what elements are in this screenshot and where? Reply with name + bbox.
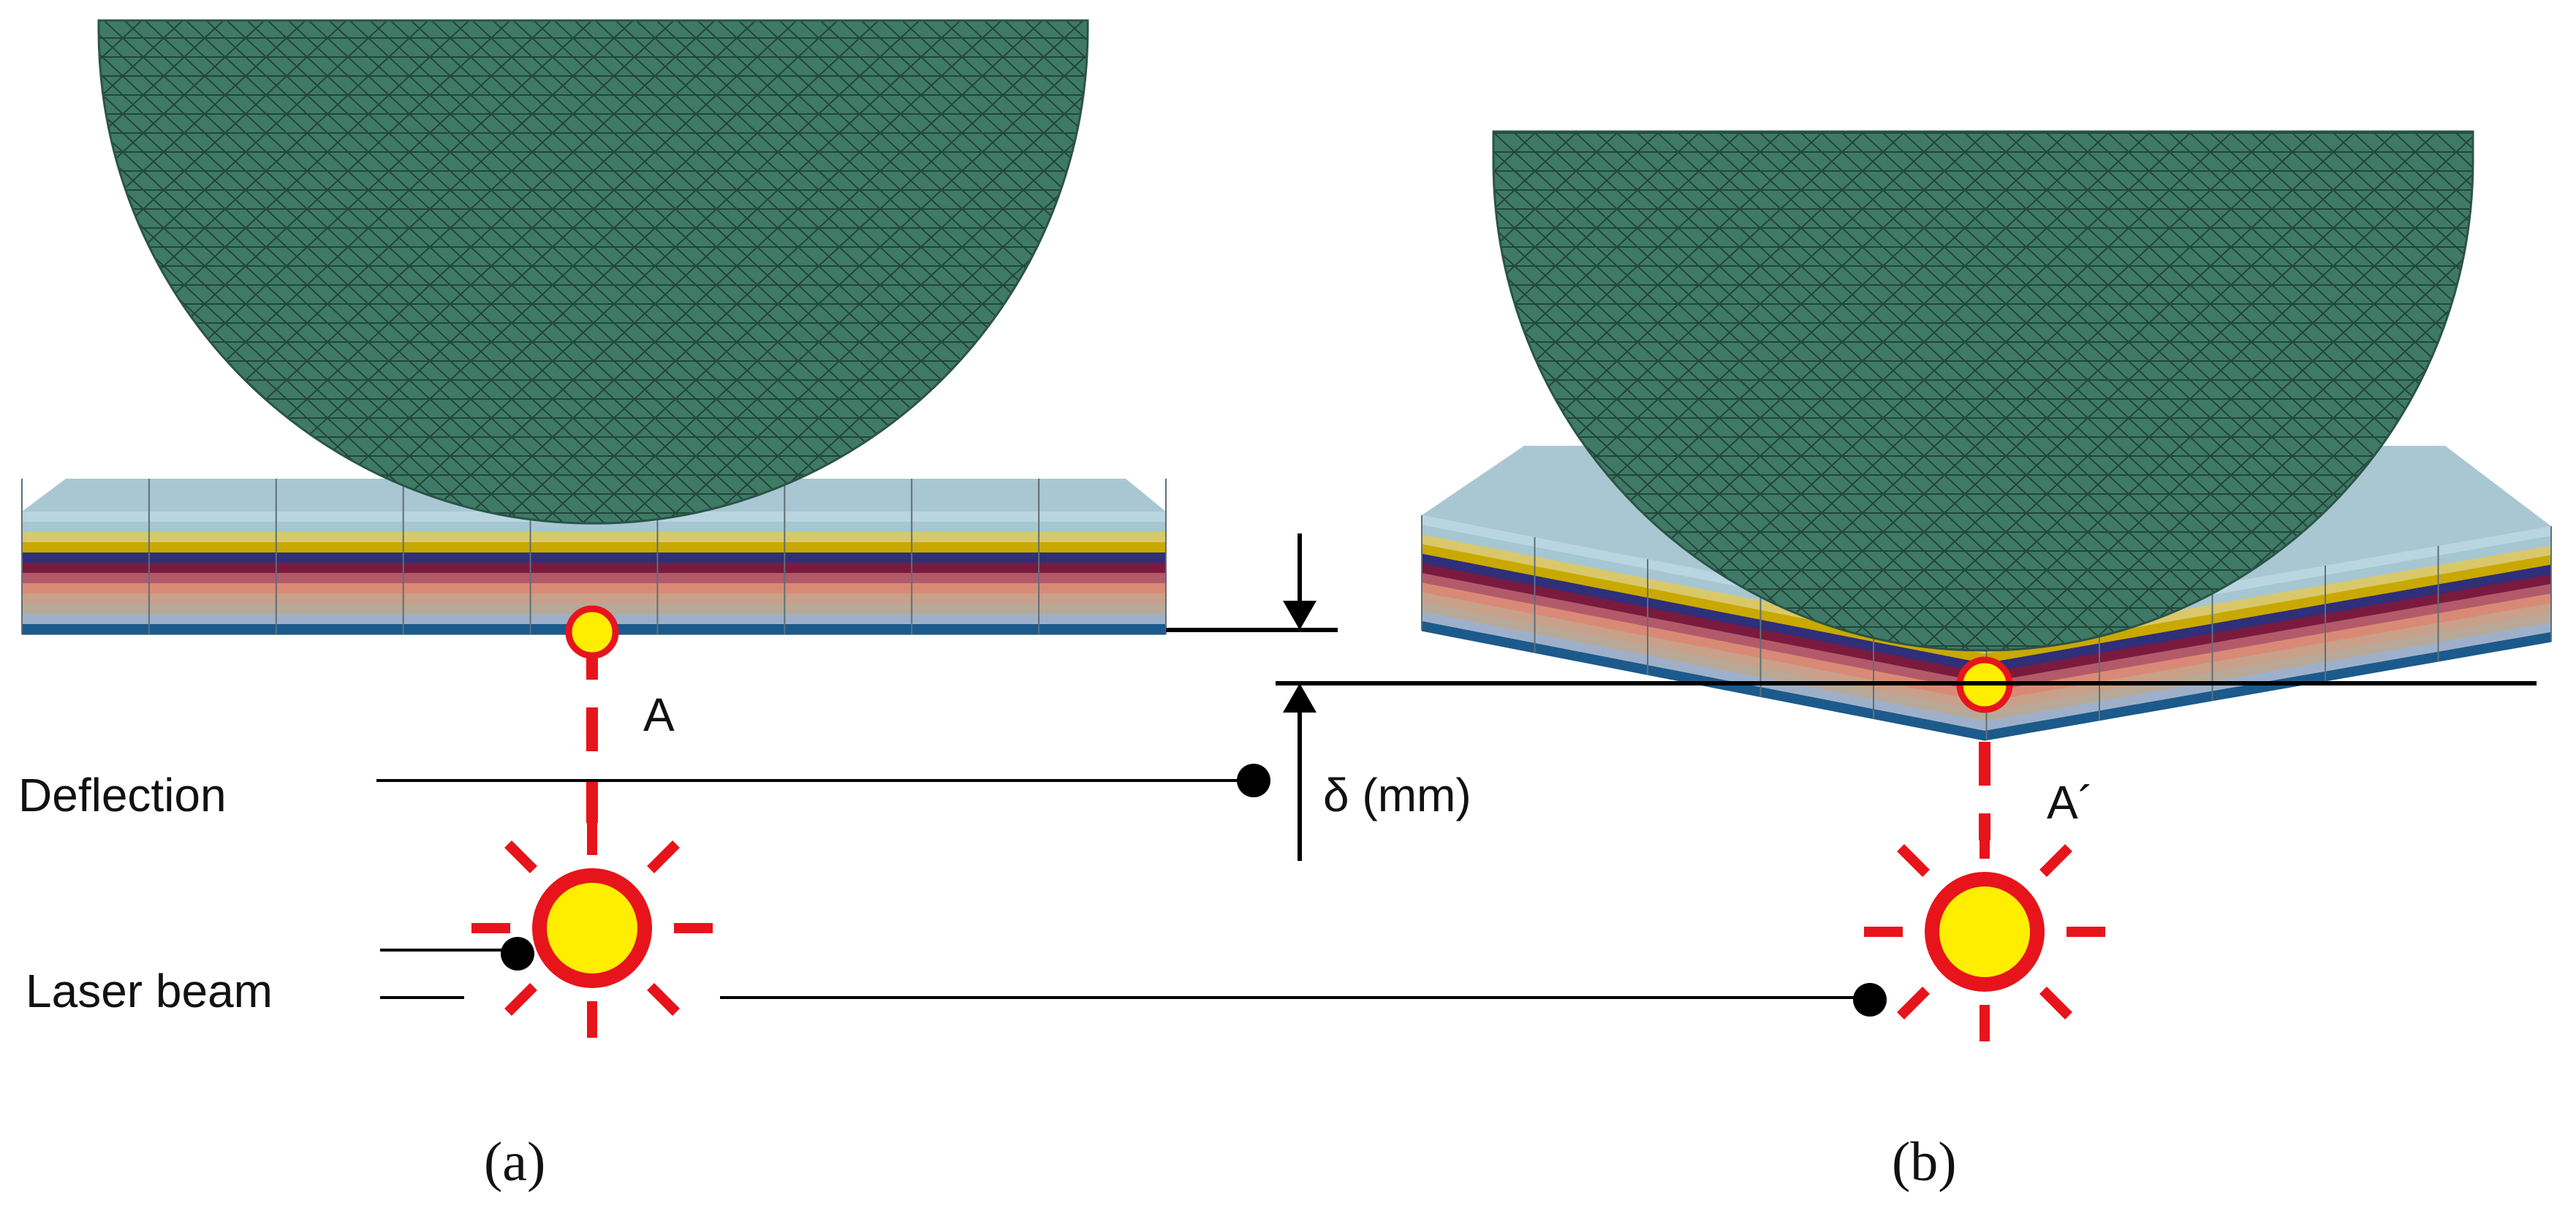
plate-a-layer <box>22 593 1166 604</box>
point-a-prime-label: A´ <box>2047 776 2094 829</box>
arrow-up-icon <box>1283 683 1317 713</box>
impactor-a <box>97 19 1089 525</box>
plate-a-layer <box>22 532 1166 543</box>
deflection-leader <box>376 764 1270 797</box>
delta-label: δ (mm) <box>1323 769 1471 821</box>
deflection-label: Deflection <box>18 769 227 821</box>
plate-a-layer <box>22 583 1166 594</box>
plate-a-grid <box>21 479 1167 634</box>
arrow-down-icon <box>1283 601 1317 630</box>
panel-a: A (a) <box>21 19 1167 1193</box>
laser-beam-label: Laser beam <box>26 965 273 1017</box>
point-a-label: A <box>643 688 675 741</box>
impactor-b <box>1492 130 2474 652</box>
panel-b: A´ (b) <box>1421 130 2552 1193</box>
laser-beam-leader <box>380 937 1887 1017</box>
plate-a-layer <box>22 573 1166 584</box>
caption-a: (a) <box>484 1131 545 1193</box>
plate-a <box>21 479 1167 635</box>
plate-a-layers <box>22 512 1166 635</box>
laser-source-a <box>471 819 713 1038</box>
plate-a-layer <box>22 563 1166 574</box>
caption-b: (b) <box>1892 1131 1957 1193</box>
plate-a-layer <box>22 522 1166 533</box>
deflection-dimension <box>1166 533 2537 861</box>
point-a-marker <box>565 605 619 659</box>
plate-a-layer <box>22 552 1166 563</box>
plate-a-layer <box>22 542 1166 553</box>
laser-source-b <box>1864 822 2105 1041</box>
